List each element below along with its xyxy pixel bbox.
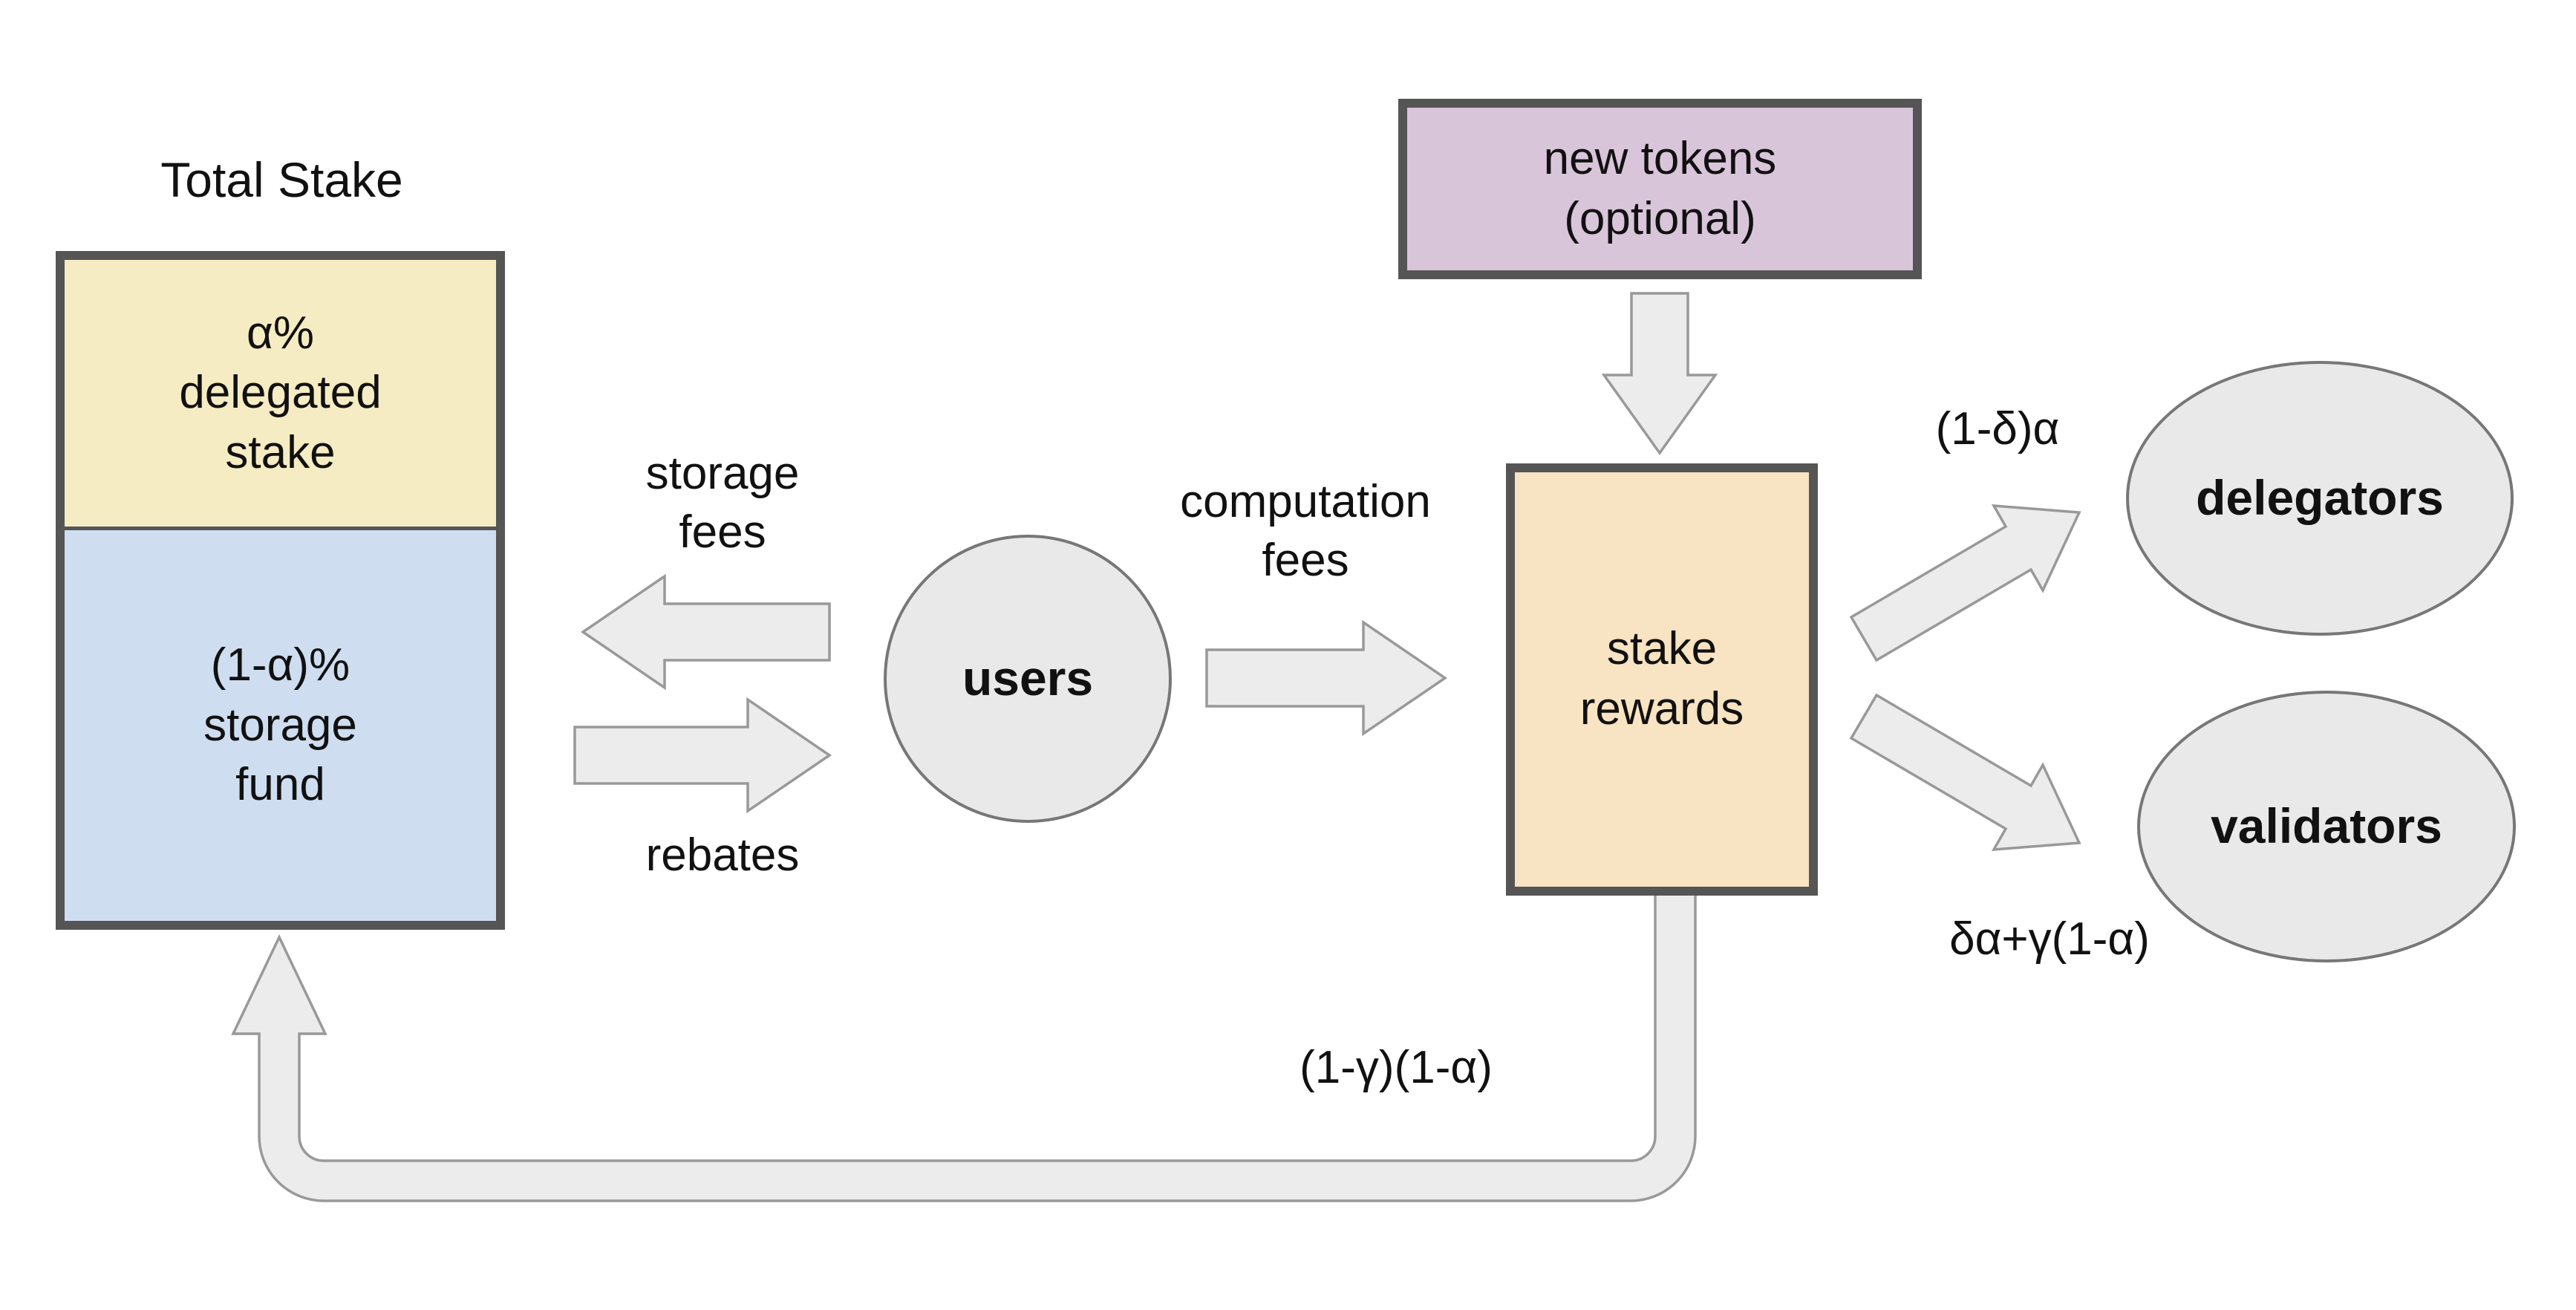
validators-node: validators [2137,691,2516,962]
total-stake-box: α% delegated stake (1-α)% storage fund [56,251,505,930]
rebates-label: rebates [645,830,800,881]
delegators-label: delegators [2196,470,2444,526]
delegated-stake-section: α% delegated stake [65,260,496,530]
new-tokens-box: new tokens (optional) [1398,99,1922,279]
computation-fees-label: computation fees [1180,476,1431,587]
users-label: users [962,651,1094,706]
delegated-stake-label: α% delegated stake [179,307,382,478]
new-tokens-label: new tokens (optional) [1543,132,1777,244]
delegators-node: delegators [2126,361,2514,636]
new-tokens-arrow [1601,292,1718,456]
storage-fund-return-label: (1-γ)(1-α) [1300,1042,1493,1093]
total-stake-title: Total Stake [160,152,403,207]
storage-fund-return-arrow [231,888,1697,1202]
storage-fees-arrow [580,573,831,691]
storage-fund-section: (1-α)% storage fund [65,530,496,921]
validators-share-label: δα+γ(1-α) [1949,913,2150,965]
stake-rewards-label: stake rewards [1579,623,1744,734]
delegators-arrow [1849,504,2081,662]
users-node: users [884,535,1172,823]
rebates-arrow [573,697,832,814]
storage-fees-label: storage fees [645,448,800,558]
delegators-share-label: (1-δ)α [1935,403,2060,454]
storage-fund-label: (1-α)% storage fund [203,639,357,811]
stake-rewards-box: stake rewards [1506,463,1818,896]
validators-label: validators [2211,798,2442,854]
validators-arrow [1849,693,2081,852]
computation-fees-arrow [1205,619,1448,737]
